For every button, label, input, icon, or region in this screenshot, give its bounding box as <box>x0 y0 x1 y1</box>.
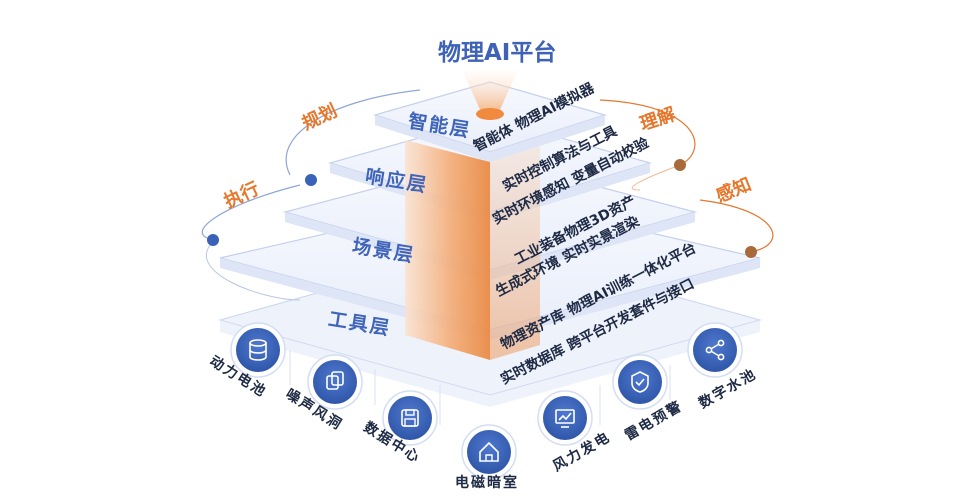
share-icon <box>705 339 725 361</box>
platform-title: 物理AI平台 <box>438 40 557 66</box>
plan-orbit-line <box>285 89 421 176</box>
shield-check-icon <box>631 371 649 393</box>
execute-orbit-line-lower <box>206 239 301 301</box>
scenario-label-anechoic-chamber: 电磁暗室 <box>455 475 519 491</box>
sense-node <box>745 246 757 258</box>
understand-orbit-line <box>599 99 696 166</box>
database-icon <box>249 339 267 361</box>
execute-node <box>207 234 219 246</box>
execute-orbit-line <box>201 184 301 241</box>
plan-node <box>305 174 317 186</box>
scenario-node-data-center[interactable] <box>382 390 438 446</box>
understand-node <box>674 159 686 171</box>
energy-column-side <box>490 146 540 360</box>
floor-dividers <box>289 350 671 425</box>
energy-column-front <box>405 140 490 360</box>
scenario-node-wind-power[interactable] <box>537 390 593 446</box>
top-cone <box>462 70 518 114</box>
scenario-node-lightning-warning[interactable] <box>612 354 668 410</box>
scenario-node-digital-pool[interactable] <box>687 322 743 378</box>
chart-icon <box>555 409 575 428</box>
home-icon <box>479 441 499 462</box>
save-icon <box>401 409 419 427</box>
top-cone-core <box>476 108 504 120</box>
scenario-node-anechoic-chamber[interactable] <box>461 424 517 480</box>
copy-icon <box>326 371 344 390</box>
understand-orbit-line-lower <box>631 164 681 191</box>
scenario-node-wind-tunnel[interactable] <box>307 354 363 410</box>
scenario-node-battery[interactable] <box>230 322 286 378</box>
sense-orbit-line <box>699 199 774 253</box>
